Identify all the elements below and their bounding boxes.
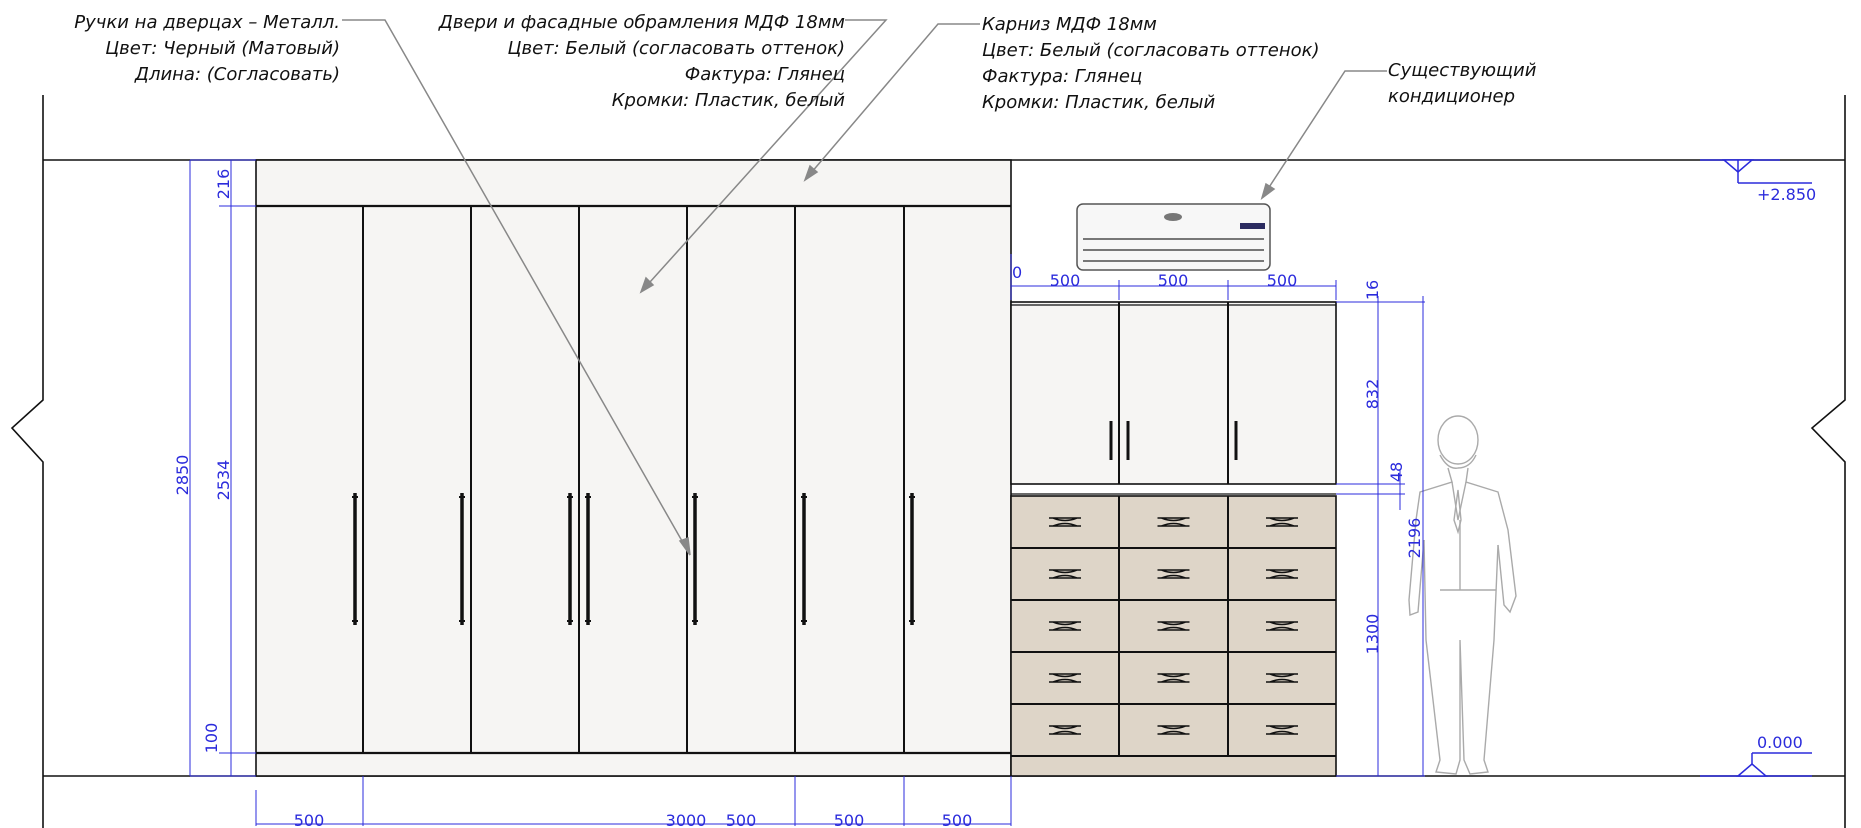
level-top-label: +2.850	[1757, 185, 1816, 204]
dim-bottom-1: 500	[294, 811, 325, 828]
upper-cabinet-frame	[1010, 301, 1337, 485]
drawer-handle	[1266, 517, 1298, 527]
dim-plinth: 100	[202, 723, 221, 754]
dim-zero: 0	[1012, 263, 1022, 282]
wardrobe-doors	[362, 206, 905, 753]
leader-lines	[342, 19, 1387, 556]
ac-note-line-1: Существующий	[1388, 60, 1537, 81]
door-handle-3	[567, 493, 573, 625]
handles-note: Ручки на дверцах – Металл. Цвет: Черный …	[40, 10, 340, 88]
drawer-unit	[1010, 495, 1337, 777]
drawer-handle	[1049, 569, 1081, 579]
doors-note-line-4: Кромки: Пластик, белый	[611, 90, 845, 111]
upper-cabinet-handles	[1109, 421, 1238, 460]
door-handle-5	[692, 493, 698, 625]
drawer-handle	[1266, 569, 1298, 579]
ac-note-line-2: кондиционер	[1388, 86, 1516, 107]
human-figure	[1408, 415, 1517, 775]
doors-note-line-1: Двери и фасадные обрамления МДФ 18мм	[438, 12, 845, 33]
cornice-note-line-1: Карниз МДФ 18мм	[982, 14, 1157, 35]
level-bottom-label: 0.000	[1757, 733, 1803, 752]
dim-lower-total: 2196	[1405, 518, 1424, 559]
dim-upper-width-1: 500	[1050, 271, 1081, 290]
drawer-handle	[1157, 517, 1190, 527]
dim-drawers: 1300	[1363, 614, 1382, 655]
door-handle-6	[801, 493, 807, 625]
handles-note-line-2: Цвет: Черный (Матовый)	[105, 38, 340, 59]
air-conditioner	[1076, 203, 1271, 271]
drawer-handle	[1157, 621, 1190, 631]
drawer-unit-frame	[1010, 495, 1337, 777]
drawer-handle	[1049, 725, 1081, 735]
drawer-handle	[1157, 569, 1190, 579]
dim-bottom-2: 3000	[666, 811, 707, 828]
dim-wardrobe-height: 2534	[214, 460, 233, 501]
wardrobe	[255, 159, 1012, 777]
level-marker-top	[1700, 159, 1812, 184]
drawer-handle	[1157, 725, 1190, 735]
handles-note-line-3: Длина: (Согласовать)	[134, 64, 340, 85]
dim-total-height: 2850	[173, 455, 192, 496]
cornice-note-line-3: Фактура: Глянец	[982, 66, 1143, 87]
dim-cornice: 216	[214, 169, 233, 200]
cornice-note-line-2: Цвет: Белый (согласовать оттенок)	[982, 40, 1320, 61]
level-marker-bottom	[1700, 752, 1812, 777]
drawer-handle	[1157, 673, 1190, 683]
dimension-lines	[189, 159, 1425, 826]
drawer-handle	[1266, 673, 1298, 683]
wardrobe-handles	[352, 493, 915, 625]
dim-bottom-4: 500	[834, 811, 865, 828]
door-handle-4	[585, 493, 591, 625]
handles-note-line-1: Ручки на дверцах – Металл.	[74, 12, 340, 33]
dim-upper-cabinet: 832	[1363, 379, 1382, 410]
drawer-handle	[1266, 621, 1298, 631]
dim-upper-top: 16	[1363, 280, 1382, 300]
doors-note-line-3: Фактура: Глянец	[684, 64, 845, 85]
dim-bottom-3: 500	[726, 811, 757, 828]
drawer-grid	[1011, 496, 1336, 757]
drawer-handle	[1049, 621, 1081, 631]
cornice-note-line-4: Кромки: Пластик, белый	[982, 92, 1216, 113]
dim-upper-width-2: 500	[1158, 271, 1189, 290]
dim-bottom-5: 500	[942, 811, 973, 828]
doors-note-line-2: Цвет: Белый (согласовать оттенок)	[507, 38, 845, 59]
dim-upper-width-3: 500	[1267, 271, 1298, 290]
dim-gap: 48	[1387, 462, 1406, 482]
ac-note: Существующий кондиционер	[1388, 58, 1536, 110]
wardrobe-frame	[255, 159, 1012, 777]
doors-note: Двери и фасадные обрамления МДФ 18мм Цве…	[420, 10, 845, 114]
cornice-note: Карниз МДФ 18мм Цвет: Белый (согласовать…	[982, 12, 1320, 116]
drawer-handle	[1049, 673, 1081, 683]
drawer-handle	[1266, 725, 1298, 735]
upper-cabinet	[1010, 301, 1337, 495]
door-handle-1	[352, 493, 358, 625]
drawer-handle	[1049, 517, 1081, 527]
door-handle-2	[459, 493, 465, 625]
door-handle-7	[909, 493, 915, 625]
